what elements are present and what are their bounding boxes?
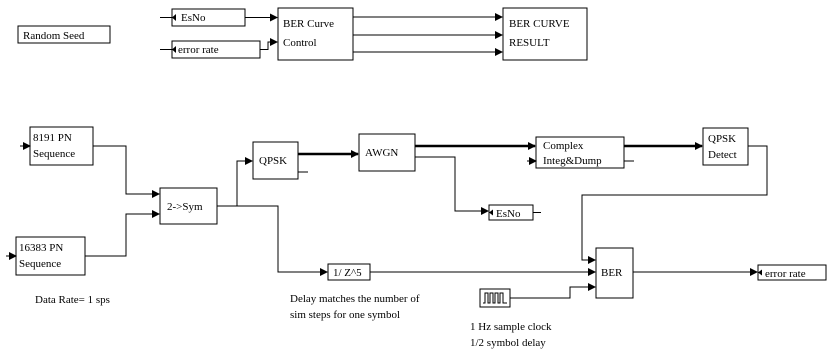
delay-note-line2: sim steps for one symbol (290, 309, 400, 321)
qpsk-detect-line1: QPSK (708, 133, 736, 145)
error-rate-input-label: error rate (178, 44, 219, 56)
ber-curve-result-block[interactable]: BER CURVE RESULT (502, 7, 588, 61)
awgn-block[interactable]: AWGN (358, 133, 416, 172)
clock-source-block[interactable] (479, 288, 511, 308)
error-rate-output-label: error rate (765, 268, 806, 280)
qpsk-block[interactable]: QPSK (252, 141, 299, 180)
complex-integ-line2: Integ&Dump (543, 155, 602, 167)
awgn-label: AWGN (365, 147, 398, 159)
clock-note-line2: 1/2 symbol delay (470, 337, 546, 349)
two-to-sym-block[interactable]: 2->Sym (159, 187, 218, 225)
port-arrow-icon (489, 209, 493, 216)
error-rate-input-block[interactable]: error rate (171, 40, 261, 59)
data-rate-note: Data Rate= 1 sps (35, 294, 110, 306)
port-arrow-icon (172, 46, 176, 53)
pn-8191-block[interactable]: 8191 PN Sequence (29, 126, 94, 166)
pn-16383-line1: 16383 PN (19, 242, 63, 254)
random-seed-label: Random Seed (23, 30, 85, 42)
pn-16383-block[interactable]: 16383 PN Sequence (15, 236, 86, 276)
random-seed-block[interactable]: Random Seed (17, 25, 111, 44)
ber-curve-result-line1: BER CURVE (509, 18, 570, 30)
qpsk-label: QPSK (259, 155, 287, 167)
qpsk-detect-line2: Detect (708, 149, 737, 161)
esno-output-label: EsNo (496, 208, 521, 220)
pn-16383-line2: Sequence (19, 258, 61, 270)
qpsk-detect-block[interactable]: QPSK Detect (702, 127, 749, 166)
delay-block[interactable]: 1/ Z^5 (327, 263, 371, 281)
pn-8191-line2: Sequence (33, 148, 75, 160)
ber-label: BER (601, 267, 623, 279)
ber-curve-control-block[interactable]: BER Curve Control (277, 7, 354, 61)
clock-note-line1: 1 Hz sample clock (470, 321, 552, 333)
port-arrow-icon (172, 14, 176, 21)
ber-curve-result-line2: RESULT (509, 37, 550, 49)
ber-curve-control-line2: Control (283, 37, 317, 49)
two-to-sym-label: 2->Sym (167, 201, 203, 213)
delay-label: 1/ Z^5 (333, 267, 362, 279)
delay-note-line1: Delay matches the number of (290, 293, 420, 305)
pulse-train-icon (483, 292, 507, 304)
ber-curve-control-line1: BER Curve (283, 18, 334, 30)
error-rate-output-block[interactable]: error rate (757, 264, 827, 281)
port-arrow-icon (758, 269, 762, 276)
esno-input-label: EsNo (181, 12, 206, 24)
complex-integ-dump-block[interactable]: Complex Integ&Dump (535, 136, 625, 169)
esno-input-block[interactable]: EsNo (171, 8, 246, 27)
esno-output-block[interactable]: EsNo (488, 204, 534, 221)
ber-block[interactable]: BER (595, 247, 634, 299)
pn-8191-line1: 8191 PN (33, 132, 72, 144)
complex-integ-line1: Complex (543, 140, 584, 152)
